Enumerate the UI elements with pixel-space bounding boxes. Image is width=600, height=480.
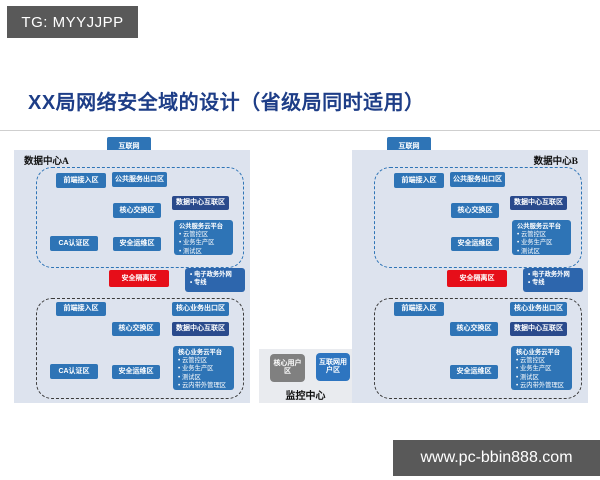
zone-frontend-access: 前端接入区 — [394, 302, 444, 316]
datacenter-a-core-group — [36, 298, 244, 399]
zone-internet-user: 互联网用户区 — [316, 353, 350, 381]
egov-extranet-box: 电子政务外网 专线 — [185, 268, 245, 292]
cloud-title: 核心业务云平台 — [178, 349, 223, 356]
cloud-item: 测试区 — [178, 374, 232, 382]
cloud-item: 测试区 — [517, 248, 569, 256]
cloud-item: 云内带外管理区 — [516, 382, 570, 390]
zone-core-switch: 核心交换区 — [450, 322, 498, 336]
watermark: www.pc-bbin888.com — [393, 440, 600, 476]
monitor-center-label: 监控中心 — [285, 391, 326, 402]
zone-dc-interconnect: 数据中心互联区 — [172, 322, 229, 336]
zone-ca-auth: CA认证区 — [50, 364, 98, 379]
cloud-item: 业务生产区 — [179, 239, 231, 247]
datacenter-b-core-group — [374, 298, 582, 399]
zone-security-ops: 安全运维区 — [451, 237, 499, 251]
datacenter-b-public-group — [374, 167, 582, 268]
cloud-item: 业务生产区 — [178, 365, 232, 373]
egov-item: 电子政务外网 — [528, 271, 581, 279]
cloud-item: 测试区 — [516, 374, 570, 382]
zone-frontend-access: 前端接入区 — [394, 173, 444, 188]
security-isolation-zone: 安全隔离区 — [447, 270, 507, 287]
zone-dc-interconnect: 数据中心互联区 — [510, 196, 567, 210]
zone-core-switch: 核心交换区 — [112, 322, 160, 336]
zone-security-ops: 安全运维区 — [112, 365, 160, 379]
zone-dc-interconnect: 数据中心互联区 — [172, 196, 229, 210]
egov-extranet-box: 电子政务外网 专线 — [523, 268, 583, 292]
cloud-item: 业务生产区 — [517, 239, 569, 247]
egov-item: 专线 — [190, 279, 243, 287]
cloud-item: 云管控区 — [179, 231, 231, 239]
cloud-title: 核心业务云平台 — [516, 349, 561, 356]
datacenter-b-panel: 数据中心B 前端接入区 公共服务出口区 核心交换区 数据中心互联区 安全运维区 … — [352, 150, 588, 403]
zone-core-business-exit: 核心业务出口区 — [510, 302, 567, 316]
core-business-cloud-platform: 核心业务云平台 云管控区 业务生产区 测试区 云内带外管理区 — [173, 346, 234, 390]
cloud-item: 业务生产区 — [516, 365, 570, 373]
public-service-cloud-platform: 公共服务云平台 云管控区 业务生产区 测试区 — [174, 220, 233, 255]
cloud-item: 云内带外管理区 — [178, 382, 232, 390]
zone-core-switch: 核心交换区 — [113, 203, 161, 218]
monitor-center-panel: 核心用户区 互联网用户区 监控中心 — [259, 349, 352, 403]
telegram-badge: TG: MYYJJPP — [7, 6, 138, 38]
cloud-item: 云管控区 — [516, 357, 570, 365]
title-divider — [0, 130, 600, 131]
zone-frontend-access: 前端接入区 — [56, 302, 106, 316]
cloud-title: 公共服务云平台 — [517, 223, 562, 230]
core-business-cloud-platform: 核心业务云平台 云管控区 业务生产区 测试区 云内带外管理区 — [511, 346, 572, 390]
zone-security-ops: 安全运维区 — [113, 237, 161, 251]
datacenter-b-label: 数据中心B — [533, 157, 578, 167]
public-service-cloud-platform: 公共服务云平台 云管控区 业务生产区 测试区 — [512, 220, 571, 255]
cloud-item: 云管控区 — [178, 357, 232, 365]
zone-ca-auth: CA认证区 — [50, 236, 98, 251]
cloud-item: 测试区 — [179, 248, 231, 256]
datacenter-a-public-group — [36, 167, 244, 268]
security-isolation-zone: 安全隔离区 — [109, 270, 169, 287]
zone-core-user: 核心用户区 — [270, 354, 305, 382]
datacenter-a-panel: 数据中心A 前端接入区 公共服务出口区 核心交换区 数据中心互联区 CA认证区 … — [14, 150, 250, 403]
zone-public-service-exit: 公共服务出口区 — [112, 172, 167, 187]
zone-core-business-exit: 核心业务出口区 — [172, 302, 229, 316]
cloud-title: 公共服务云平台 — [179, 223, 224, 230]
zone-core-switch: 核心交换区 — [451, 203, 499, 218]
zone-security-ops: 安全运维区 — [450, 365, 498, 379]
zone-frontend-access: 前端接入区 — [56, 173, 106, 188]
zone-public-service-exit: 公共服务出口区 — [450, 172, 505, 187]
zone-dc-interconnect: 数据中心互联区 — [510, 322, 567, 336]
egov-item: 电子政务外网 — [190, 271, 243, 279]
cloud-item: 云管控区 — [517, 231, 569, 239]
egov-item: 专线 — [528, 279, 581, 287]
datacenter-a-label: 数据中心A — [24, 157, 69, 167]
page-title: XX局网络安全域的设计（省级局同时适用） — [28, 92, 425, 114]
